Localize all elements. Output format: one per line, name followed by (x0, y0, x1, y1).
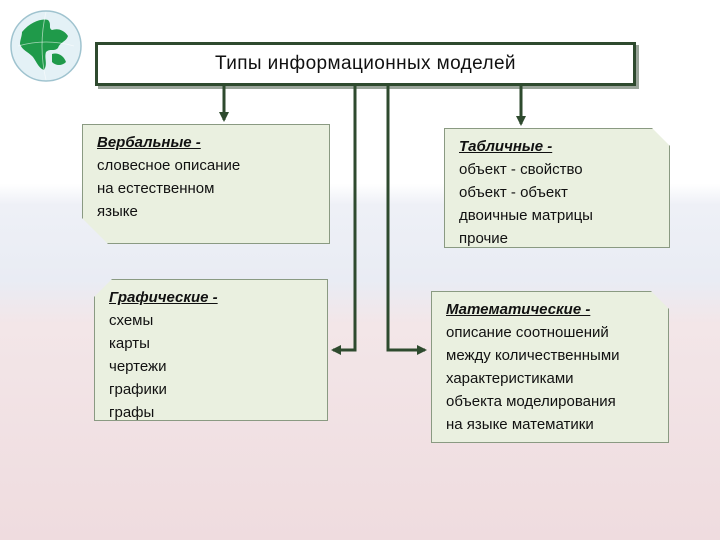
math-heading: Математические - (446, 301, 591, 318)
math-line: объекта моделирования (446, 393, 616, 410)
verbal-line: словесное описание (97, 157, 241, 174)
verbal-heading: Вербальные - (97, 134, 201, 151)
graphic-model-card: Графические - схемы карты чертежи график… (94, 279, 328, 421)
math-line: между количественными (446, 347, 620, 364)
tabular-line: прочие (459, 230, 509, 247)
arrow-to-math (386, 83, 427, 355)
verbal-line: языке (97, 203, 138, 220)
math-model-card: Математические - описание соотношений ме… (431, 291, 669, 443)
graphic-line: графы (109, 404, 155, 421)
tabular-line: объект - объект (459, 184, 568, 201)
graphic-line: карты (109, 335, 150, 352)
tabular-heading: Табличные - (459, 138, 553, 155)
math-line: на языке математики (446, 416, 594, 433)
tabular-model-card: Табличные - объект - свойство объект - о… (444, 128, 670, 248)
verbal-model-card: Вербальные - словесное описание на естес… (82, 124, 330, 244)
globe-logo-icon (10, 10, 82, 82)
math-line: описание соотношений (446, 324, 609, 341)
diagram-title: Типы информационных моделей (215, 53, 516, 74)
graphic-line: графики (109, 381, 167, 398)
verbal-line: на естественном (97, 180, 215, 197)
tabular-line: объект - свойство (459, 161, 583, 178)
math-line: характеристиками (446, 370, 574, 387)
tabular-line: двоичные матрицы (459, 207, 593, 224)
graphic-line: схемы (109, 312, 154, 329)
diagram-title-box: Типы информационных моделей (95, 42, 636, 86)
arrow-to-graphic (331, 83, 357, 355)
graphic-line: чертежи (109, 358, 167, 375)
graphic-heading: Графические - (109, 289, 218, 306)
